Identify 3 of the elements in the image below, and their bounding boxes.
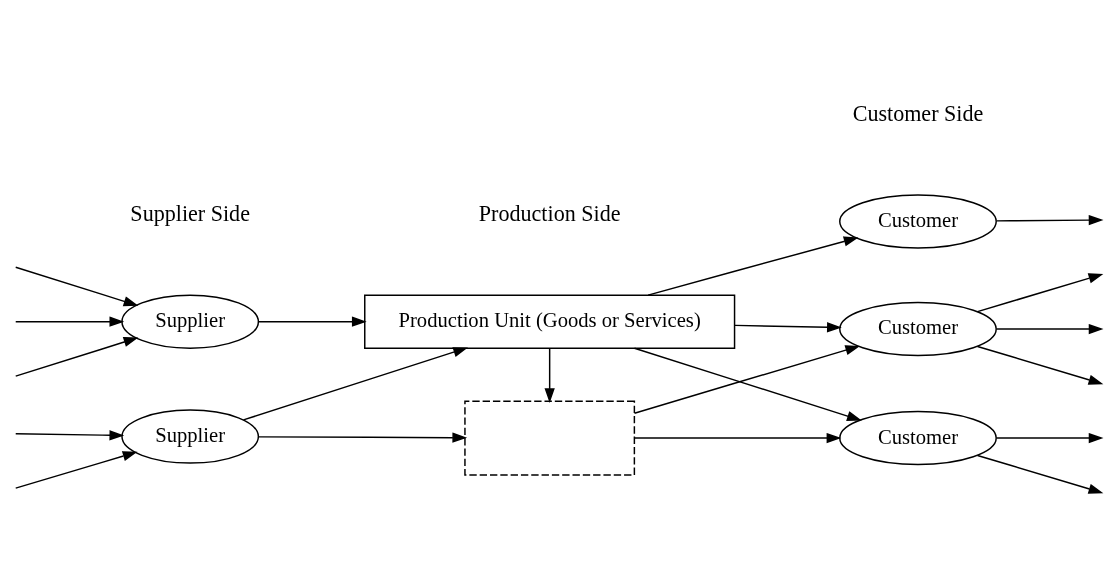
- label: Customer Side: [852, 100, 984, 126]
- label: Supplier Side: [130, 200, 250, 226]
- label: Production Side: [478, 200, 621, 226]
